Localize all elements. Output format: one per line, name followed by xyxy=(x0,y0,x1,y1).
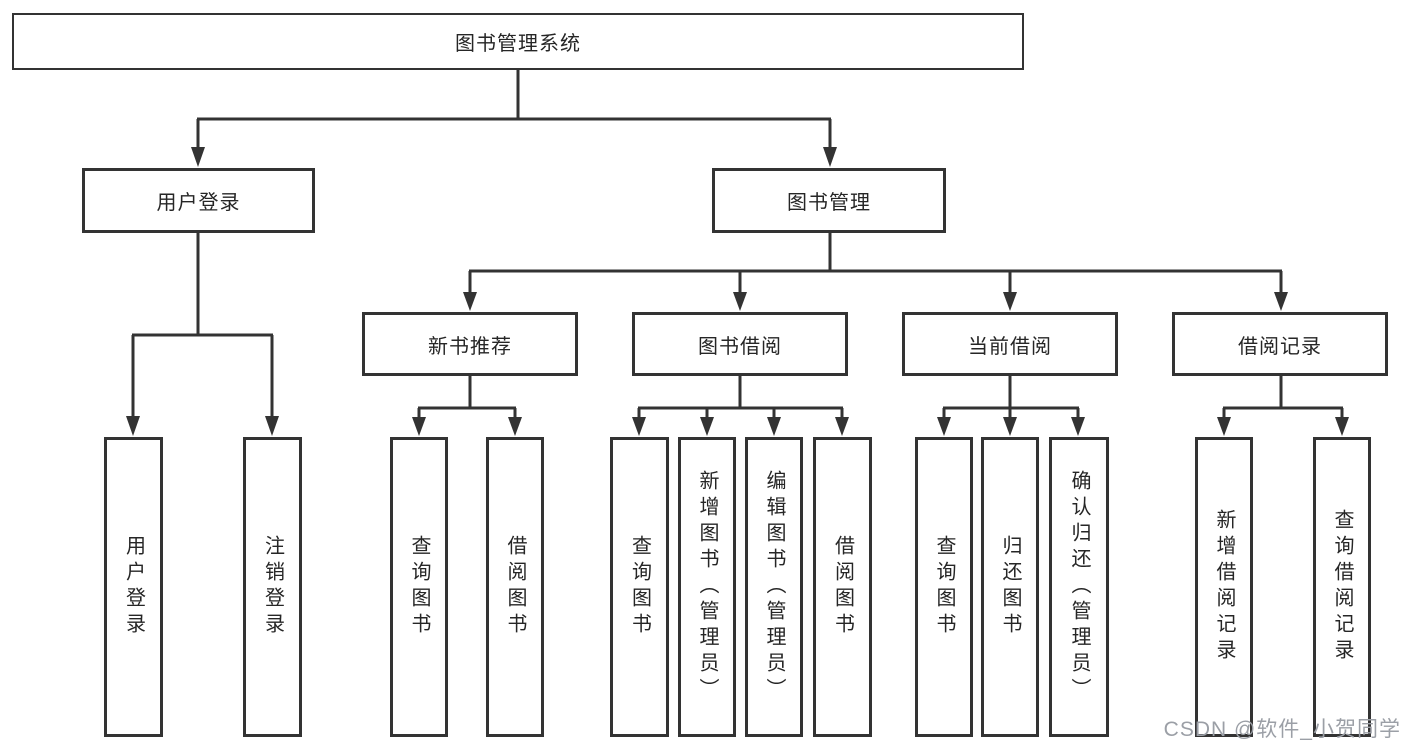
leaf-borrow-books-1: 借阅图书 xyxy=(486,437,544,737)
leaf-confirm-return-admin: 确认归还（管理员） xyxy=(1049,437,1109,737)
leaf-borrow-books-2: 借阅图书 xyxy=(813,437,872,737)
leaf-user-login: 用户登录 xyxy=(104,437,163,737)
node-user-login-branch: 用户登录 xyxy=(82,168,315,233)
leaf-query-books-3: 查询图书 xyxy=(915,437,973,737)
leaf-query-books-2: 查询图书 xyxy=(610,437,669,737)
node-book-borrowing: 图书借阅 xyxy=(632,312,848,376)
leaf-query-borrow-record: 查询借阅记录 xyxy=(1313,437,1371,737)
leaf-edit-book-admin: 编辑图书（管理员） xyxy=(745,437,803,737)
leaf-add-book-admin: 新增图书（管理员） xyxy=(678,437,736,737)
node-book-management-branch: 图书管理 xyxy=(712,168,946,233)
node-new-book-recommend: 新书推荐 xyxy=(362,312,578,376)
csdn-watermark: CSDN @软件_小贺同学 xyxy=(1163,718,1401,741)
leaf-logout: 注销登录 xyxy=(243,437,302,737)
node-current-borrowing: 当前借阅 xyxy=(902,312,1118,376)
node-borrowing-records: 借阅记录 xyxy=(1172,312,1388,376)
leaf-return-book: 归还图书 xyxy=(981,437,1039,737)
leaf-query-books-1: 查询图书 xyxy=(390,437,448,737)
node-library-management-system: 图书管理系统 xyxy=(12,13,1024,70)
leaf-add-borrow-record: 新增借阅记录 xyxy=(1195,437,1253,737)
